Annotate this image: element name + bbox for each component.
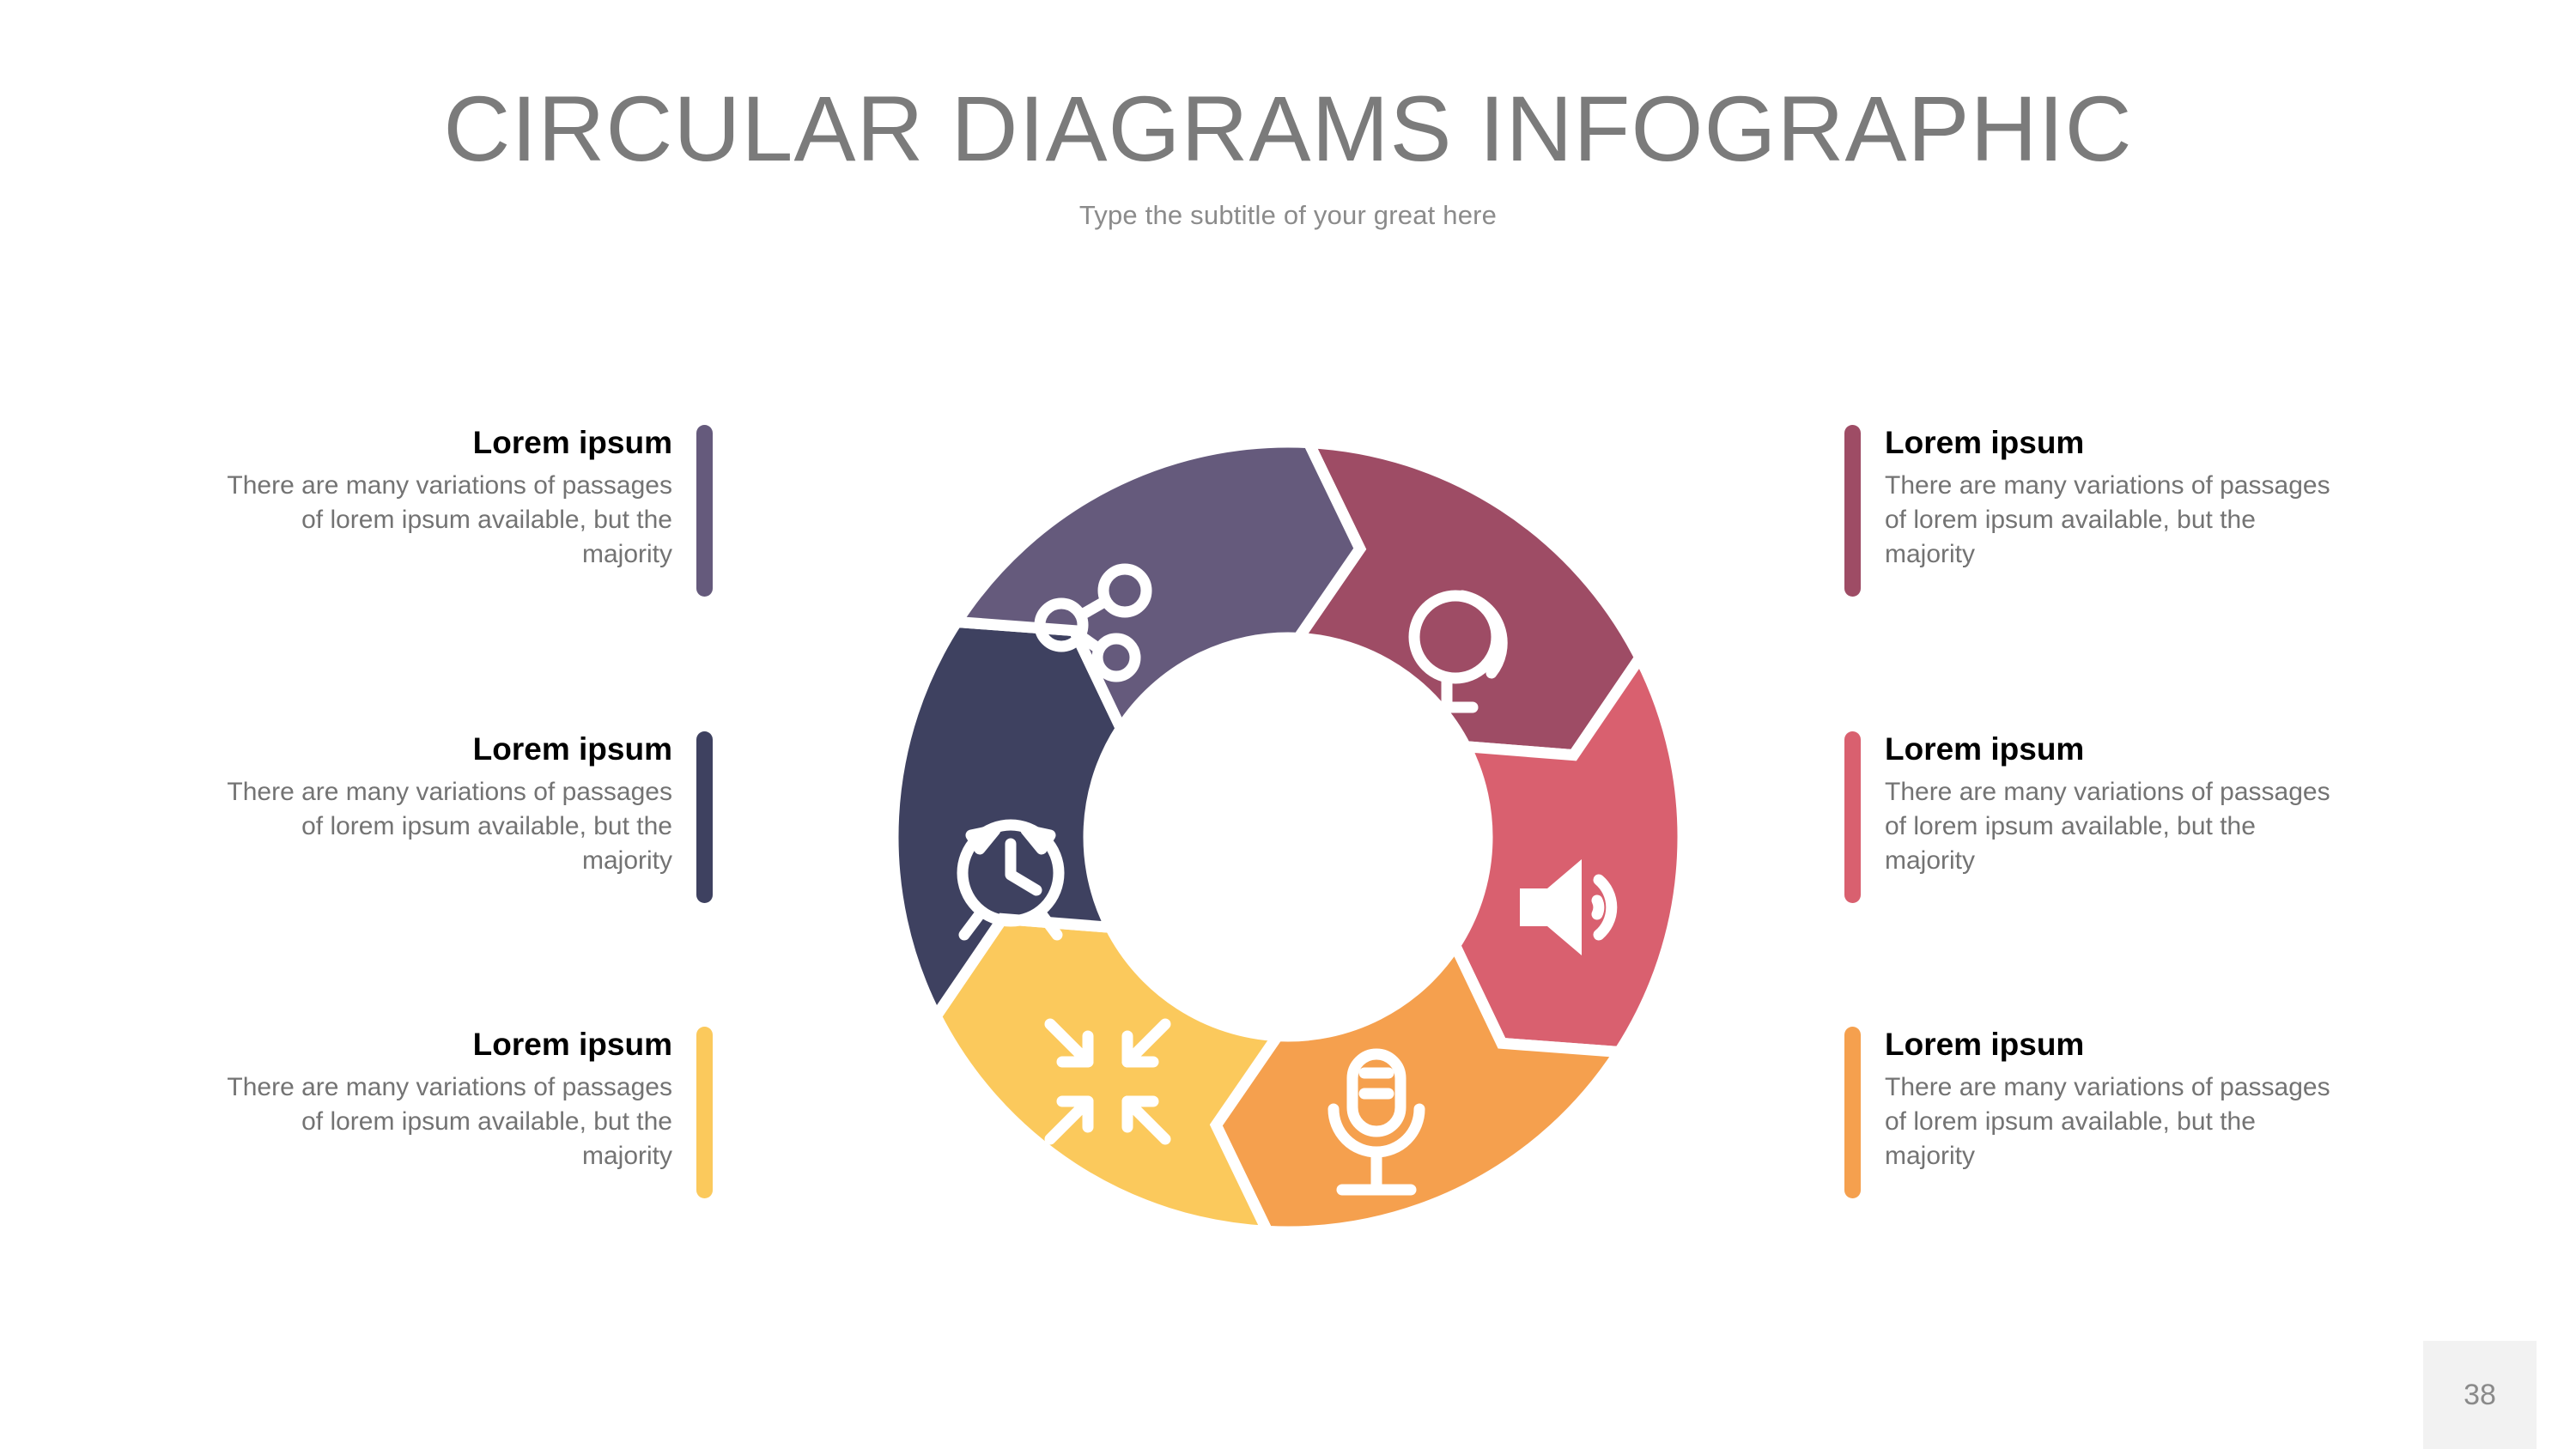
accent-bar-rose: [1844, 731, 1861, 903]
info-block-right-2[interactable]: Lorem ipsum There are many variations of…: [1844, 731, 2360, 903]
info-block-body: Lorem ipsum There are many variations of…: [214, 1027, 672, 1198]
info-block-left-3[interactable]: Lorem ipsum There are many variations of…: [197, 1027, 713, 1198]
donut-segment-alarm[interactable]: [887, 615, 1127, 1028]
info-block-heading: Lorem ipsum: [1885, 425, 2085, 460]
info-block-description: There are many variations of passages of…: [227, 1073, 672, 1171]
info-block-body: Lorem ipsum There are many variations of…: [1885, 425, 2343, 597]
header: CIRCULAR DIAGRAMS INFOGRAPHIC Type the s…: [0, 76, 2576, 231]
accent-bar-maroon: [1844, 425, 1861, 597]
info-block-body: Lorem ipsum There are many variations of…: [214, 731, 672, 903]
info-block-heading: Lorem ipsum: [472, 731, 672, 767]
info-block-body: Lorem ipsum There are many variations of…: [1885, 1027, 2343, 1198]
info-block-description: There are many variations of passages of…: [1885, 1073, 2330, 1171]
globe-icon: [1408, 590, 1508, 713]
donut-segments: [887, 436, 1689, 1238]
info-block-left-1[interactable]: Lorem ipsum There are many variations of…: [197, 425, 713, 597]
info-block-left-2[interactable]: Lorem ipsum There are many variations of…: [197, 731, 713, 903]
info-block-body: Lorem ipsum There are many variations of…: [1885, 731, 2343, 903]
microphone-icon: [1327, 1048, 1425, 1196]
alarm-clock-icon: [957, 819, 1065, 941]
donut-segment-microphone[interactable]: [1209, 934, 1630, 1238]
page-subtitle: Type the subtitle of your great here: [1078, 199, 1498, 230]
donut-segment-share[interactable]: [946, 436, 1367, 740]
accent-bar-orange: [1844, 1027, 1861, 1198]
info-block-description: There are many variations of passages of…: [1885, 778, 2330, 876]
speaker-volume-icon: [1520, 859, 1618, 955]
info-block-heading: Lorem ipsum: [472, 425, 672, 460]
accent-bar-purple: [696, 425, 713, 597]
info-block-body: Lorem ipsum There are many variations of…: [214, 425, 672, 597]
info-block-description: There are many variations of passages of…: [227, 471, 672, 569]
info-block-description: There are many variations of passages of…: [1885, 471, 2330, 569]
info-block-heading: Lorem ipsum: [1885, 1027, 2085, 1062]
info-block-right-1[interactable]: Lorem ipsum There are many variations of…: [1844, 425, 2360, 597]
share-icon: [1034, 563, 1152, 682]
page-number-badge: 38: [2423, 1341, 2537, 1449]
donut-segment-speaker[interactable]: [1449, 646, 1689, 1058]
circular-diagram: [876, 425, 1700, 1249]
donut-segment-compress[interactable]: [929, 912, 1288, 1238]
info-block-description: There are many variations of passages of…: [227, 778, 672, 876]
info-block-heading: Lorem ipsum: [472, 1027, 672, 1062]
page-number-text: 38: [2464, 1378, 2496, 1411]
info-block-heading: Lorem ipsum: [1885, 731, 2085, 767]
page-title: CIRCULAR DIAGRAMS INFOGRAPHIC: [443, 76, 2133, 180]
compress-arrows-icon: [1044, 1018, 1171, 1145]
accent-bar-navy: [696, 731, 713, 903]
accent-bar-yellow: [696, 1027, 713, 1198]
donut-svg: [887, 436, 1689, 1238]
info-block-right-3[interactable]: Lorem ipsum There are many variations of…: [1844, 1027, 2360, 1198]
